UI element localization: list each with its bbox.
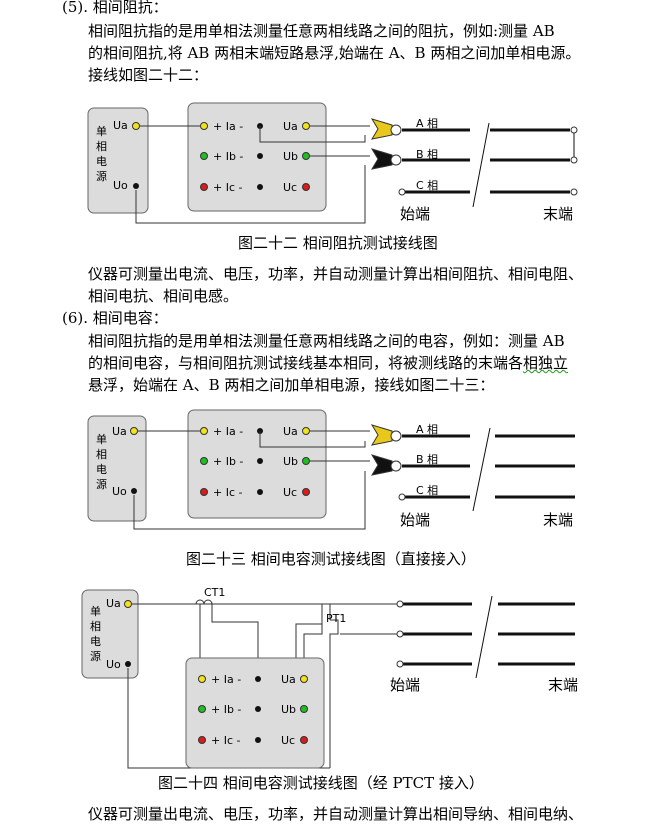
svg-text:+ Ia -: + Ia - bbox=[213, 120, 243, 133]
svg-text:Uo: Uo bbox=[113, 179, 128, 192]
svg-text:B 相: B 相 bbox=[416, 453, 438, 466]
svg-text:末端: 末端 bbox=[543, 205, 573, 223]
source-char-1: 单 bbox=[96, 125, 107, 138]
figure-22-caption: 图二十二 相间阻抗测试接线图 bbox=[238, 234, 438, 252]
svg-text:始端: 始端 bbox=[390, 676, 420, 694]
svg-text:末端: 末端 bbox=[543, 511, 573, 529]
pt1-label: PT1 bbox=[326, 612, 346, 625]
svg-text:Uc: Uc bbox=[281, 734, 295, 747]
svg-text:+ Ic -: + Ic - bbox=[213, 486, 243, 499]
svg-text:+ Ic -: + Ic - bbox=[213, 181, 243, 194]
ct1-label: CT1 bbox=[204, 586, 225, 599]
svg-text:Uc: Uc bbox=[283, 181, 297, 194]
instrument-box: + Ia - + Ib - + Ic - Ua Ub Uc bbox=[185, 657, 325, 769]
svg-text:A 相: A 相 bbox=[416, 117, 438, 130]
svg-text:Ua: Ua bbox=[283, 120, 298, 133]
instrument-box: + Ia - + Ib - + Ic - Ua Ub Uc bbox=[187, 102, 327, 212]
svg-text:源: 源 bbox=[90, 649, 101, 663]
instrument-box: + Ia - + Ib - + Ic - Ua Ub Uc bbox=[187, 409, 327, 519]
svg-text:+ Ia -: + Ia - bbox=[211, 673, 241, 686]
figure-23-caption: 图二十三 相间电容测试接线图（直接接入） bbox=[186, 550, 476, 568]
svg-text:电: 电 bbox=[90, 635, 101, 648]
section-6-after: 仪器可测量出电流、电压，功率，并自动测量计算出相间导纳、相间电纳、 bbox=[88, 805, 584, 823]
svg-text:Uo: Uo bbox=[106, 658, 121, 671]
svg-text:Ub: Ub bbox=[283, 455, 298, 468]
svg-text:Ub: Ub bbox=[283, 150, 298, 163]
figure-24-diagram: 单 相 电 源 Ua Uo CT1 PT1 + Ia - + Ib - + Ic… bbox=[81, 586, 578, 769]
svg-text:Ua: Ua bbox=[281, 673, 296, 686]
svg-text:Ua: Ua bbox=[283, 425, 298, 438]
svg-text:C 相: C 相 bbox=[416, 179, 438, 192]
section-5-line-3: 接线如图二十二： bbox=[88, 66, 209, 84]
svg-text:+ Ia -: + Ia - bbox=[213, 425, 243, 438]
single-phase-source-box: 单 相 电 源 Ua Uo bbox=[87, 107, 149, 214]
section-6-line-2: 的相间电容，与相间阻抗测试接线基本相同，将被测线路的末端各相独立 bbox=[88, 354, 569, 372]
svg-text:单: 单 bbox=[90, 605, 101, 618]
single-phase-source-box: 单 相 电 源 Ua Uo bbox=[81, 589, 139, 679]
section-5-heading: (5). 相间阻抗： bbox=[62, 0, 168, 16]
svg-text:末端: 末端 bbox=[548, 676, 578, 694]
svg-text:B 相: B 相 bbox=[416, 148, 438, 161]
svg-text:+ Ib -: + Ib - bbox=[213, 150, 243, 163]
svg-text:+ Ib -: + Ib - bbox=[211, 703, 241, 716]
section-6-heading: (6). 相间电容： bbox=[62, 309, 168, 327]
clip-b bbox=[370, 148, 402, 170]
svg-text:电: 电 bbox=[96, 463, 107, 476]
figure-24-caption: 图二十四 相间电容测试接线图（经 PTCT 接入） bbox=[158, 774, 484, 792]
svg-text:Uo: Uo bbox=[112, 485, 127, 498]
section-5-line-2: 的相间阻抗,将 AB 两相末端短路悬浮,始端在 A、B 两相之间加单相电源。 bbox=[88, 44, 581, 62]
svg-text:相: 相 bbox=[90, 620, 101, 633]
section-6-line-1: 相间阻抗指的是用单相法测量任意两相线路之间的电容，例如：测量 AB bbox=[88, 332, 565, 350]
section-5-after-1: 仪器可测量出电流、电压，功率，并自动测量计算出相间阻抗、相间电阻、 bbox=[88, 265, 584, 283]
svg-text:+ Ib -: + Ib - bbox=[213, 455, 243, 468]
single-phase-source-box: 单 相 电 源 Ua Uo bbox=[87, 415, 147, 522]
svg-text:Ua: Ua bbox=[113, 119, 128, 132]
section-6-line-3: 悬浮，始端在 A、B 两相之间加单相电源，接线如图二十三： bbox=[88, 376, 495, 394]
svg-text:Uc: Uc bbox=[283, 486, 297, 499]
svg-text:电: 电 bbox=[96, 155, 107, 168]
svg-text:+ Ic -: + Ic - bbox=[211, 734, 241, 747]
svg-text:源: 源 bbox=[96, 477, 107, 491]
figure-22-diagram: 单 相 电 源 Ua Uo + Ia - + Ib - + Ic - Ua Ub… bbox=[87, 102, 578, 224]
section-5-after-2: 相间电抗、相间电感。 bbox=[88, 287, 239, 305]
figure-23-diagram: 单 相 电 源 Ua Uo + Ia - + Ib - + Ic - Ua Ub… bbox=[87, 409, 575, 530]
svg-text:源: 源 bbox=[96, 169, 107, 183]
svg-text:Ua: Ua bbox=[112, 425, 127, 438]
svg-text:始端: 始端 bbox=[400, 205, 430, 223]
svg-text:相: 相 bbox=[96, 140, 107, 153]
svg-text:A 相: A 相 bbox=[416, 423, 438, 436]
svg-text:相: 相 bbox=[96, 448, 107, 461]
svg-text:单: 单 bbox=[96, 433, 107, 446]
clip-a bbox=[370, 118, 402, 140]
section-5-line-1: 相间阻抗指的是用单相法测量任意两相线路之间的阻抗，例如:测量 AB bbox=[88, 22, 555, 40]
svg-text:C 相: C 相 bbox=[416, 484, 438, 497]
svg-text:Ub: Ub bbox=[281, 703, 296, 716]
svg-text:始端: 始端 bbox=[400, 511, 430, 529]
svg-text:Ua: Ua bbox=[106, 597, 121, 610]
